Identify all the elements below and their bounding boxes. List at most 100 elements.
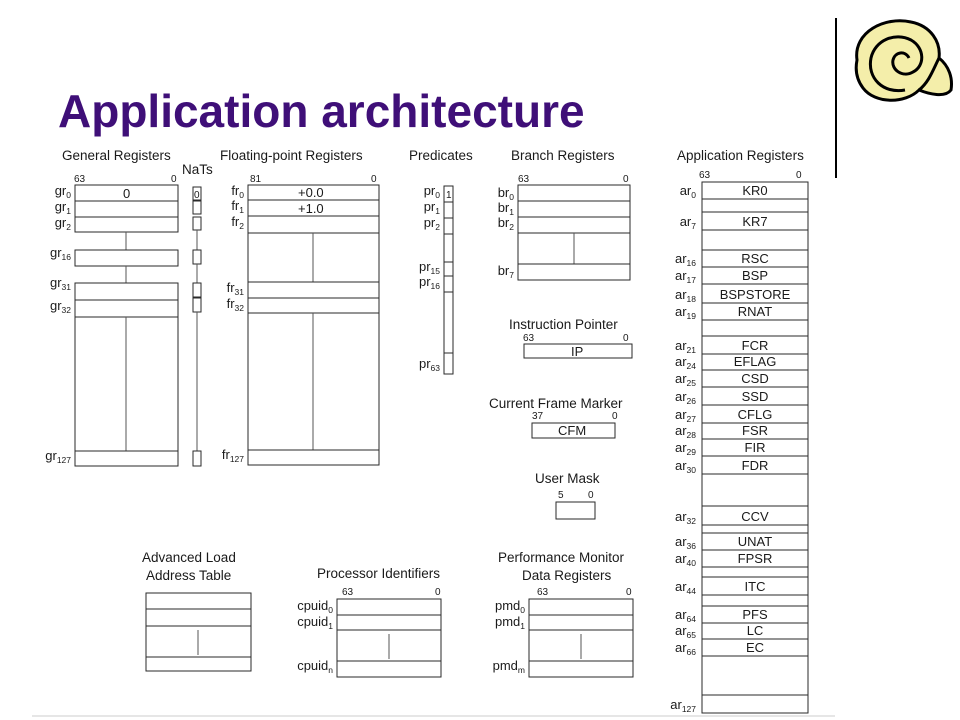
ar-label-26: ar26: [675, 389, 696, 406]
title-divider: [835, 18, 837, 178]
cfm-register: [531, 422, 616, 439]
br-block: [517, 184, 631, 281]
cpuid-label-1: cpuid1: [297, 614, 333, 631]
um-bit-0: 0: [588, 490, 594, 501]
slide-title: Application architecture: [58, 85, 585, 137]
cfm-header: Current Frame Marker: [489, 396, 623, 411]
ip-bit-0: 0: [623, 333, 629, 344]
ar-register-127: [701, 694, 809, 714]
nats-column: [192, 186, 202, 467]
ar-name-25: CSD: [741, 371, 768, 386]
ar-name-24: EFLAG: [734, 354, 777, 369]
predicates-header: Predicates: [409, 148, 473, 163]
gr-label-31: gr31: [50, 275, 71, 292]
ar-register-30: [701, 455, 809, 475]
general-registers-header: General Registers: [62, 148, 171, 163]
ar-name-18: BSPSTORE: [720, 287, 791, 302]
pmd-block: [528, 598, 634, 678]
gr-label-127: gr127: [45, 448, 71, 465]
fr-label-31: fr31: [227, 280, 245, 297]
cfm-label: CFM: [558, 423, 586, 438]
pmd-bit-63: 63: [537, 587, 549, 598]
fr1-value: +1.0: [298, 201, 324, 216]
pr0-value: 1: [446, 190, 452, 201]
ar-label-21: ar21: [675, 338, 696, 355]
pmd-label-1: pmd1: [495, 614, 525, 631]
ar-label-0: ar0: [680, 183, 697, 200]
ar-label-36: ar36: [675, 534, 696, 551]
ar-register-40: [701, 549, 809, 568]
ar-name-36: UNAT: [738, 534, 772, 549]
ar-name-0: KR0: [742, 183, 767, 198]
ar-label-17: ar17: [675, 268, 696, 285]
br-label-2: br2: [498, 215, 515, 232]
ar-name-64: PFS: [742, 607, 768, 622]
ar-label-27: ar27: [675, 407, 696, 424]
ar-bit-63: 63: [699, 170, 711, 181]
ar-label-29: ar29: [675, 440, 696, 457]
ar-label-44: ar44: [675, 579, 696, 596]
pr-label-0: pr0: [424, 183, 441, 200]
pmd-bit-0: 0: [626, 587, 632, 598]
cpuid-bit-0: 0: [435, 587, 441, 598]
cpuid-bit-63: 63: [342, 587, 354, 598]
register-diagram: General Registers NaTs Floating-point Re…: [32, 148, 835, 717]
ar-label-64: ar64: [675, 607, 696, 624]
ar-name-27: CFLG: [738, 407, 773, 422]
instruction-pointer-header: Instruction Pointer: [509, 317, 618, 332]
application-registers-header: Application Registers: [677, 148, 804, 163]
ar-name-7: KR7: [742, 214, 767, 229]
br-label-7: br7: [498, 263, 515, 280]
ar-name-16: RSC: [741, 251, 768, 266]
ar-label-30: ar30: [675, 458, 696, 475]
gr-label-2: gr2: [55, 215, 72, 232]
ar-register-44: [701, 576, 809, 596]
alat-table: [145, 592, 252, 672]
ar-label-16: ar16: [675, 251, 696, 268]
pr-label-63: pr63: [419, 356, 440, 373]
alat-header-line2: Address Table: [146, 568, 231, 583]
ar-name-26: SSD: [742, 389, 769, 404]
fr-bit-81: 81: [250, 174, 262, 185]
ar-register-32: [701, 505, 809, 526]
ar-label-25: ar25: [675, 371, 696, 388]
gr-block: [74, 184, 179, 467]
ar-register-7: [701, 211, 809, 231]
ar-name-19: RNAT: [738, 304, 772, 319]
pmd-label-m: pmdm: [493, 658, 525, 675]
gr-label-32: gr32: [50, 298, 71, 315]
ip-bit-63: 63: [523, 333, 535, 344]
ar-name-17: BSP: [742, 268, 768, 283]
application-registers: KR0ar0KR7ar7RSCar16BSPar17BSPSTOREar18RN…: [670, 181, 809, 714]
fr0-value: +0.0: [298, 185, 324, 200]
ar-register-0: [701, 181, 809, 200]
branch-registers-header: Branch Registers: [511, 148, 615, 163]
ar-label-28: ar28: [675, 423, 696, 440]
gr-bit-0: 0: [171, 174, 177, 185]
ar-label-127: ar127: [670, 697, 696, 714]
gr0-value: 0: [123, 186, 130, 201]
br-bit-63: 63: [518, 174, 530, 185]
ip-label: IP: [571, 344, 583, 359]
nats-header: NaTs: [182, 162, 213, 177]
ar-name-21: FCR: [742, 338, 769, 353]
ar-name-30: FDR: [742, 458, 769, 473]
gr-label-16: gr16: [50, 245, 71, 262]
br-bit-0: 0: [623, 174, 629, 185]
fr-label-127: fr127: [222, 447, 244, 464]
ar-label-32: ar32: [675, 509, 696, 526]
ar-name-40: FPSR: [738, 551, 773, 566]
cfm-bit-0: 0: [612, 411, 618, 422]
ar-label-66: ar66: [675, 640, 696, 657]
cpuid-label-0: cpuid0: [297, 598, 333, 615]
fr-block: [247, 184, 380, 466]
gr-label-1: gr1: [55, 199, 72, 216]
ar-label-18: ar18: [675, 287, 696, 304]
pmd-label-0: pmd0: [495, 598, 525, 615]
nat0-value: 0: [194, 190, 200, 201]
